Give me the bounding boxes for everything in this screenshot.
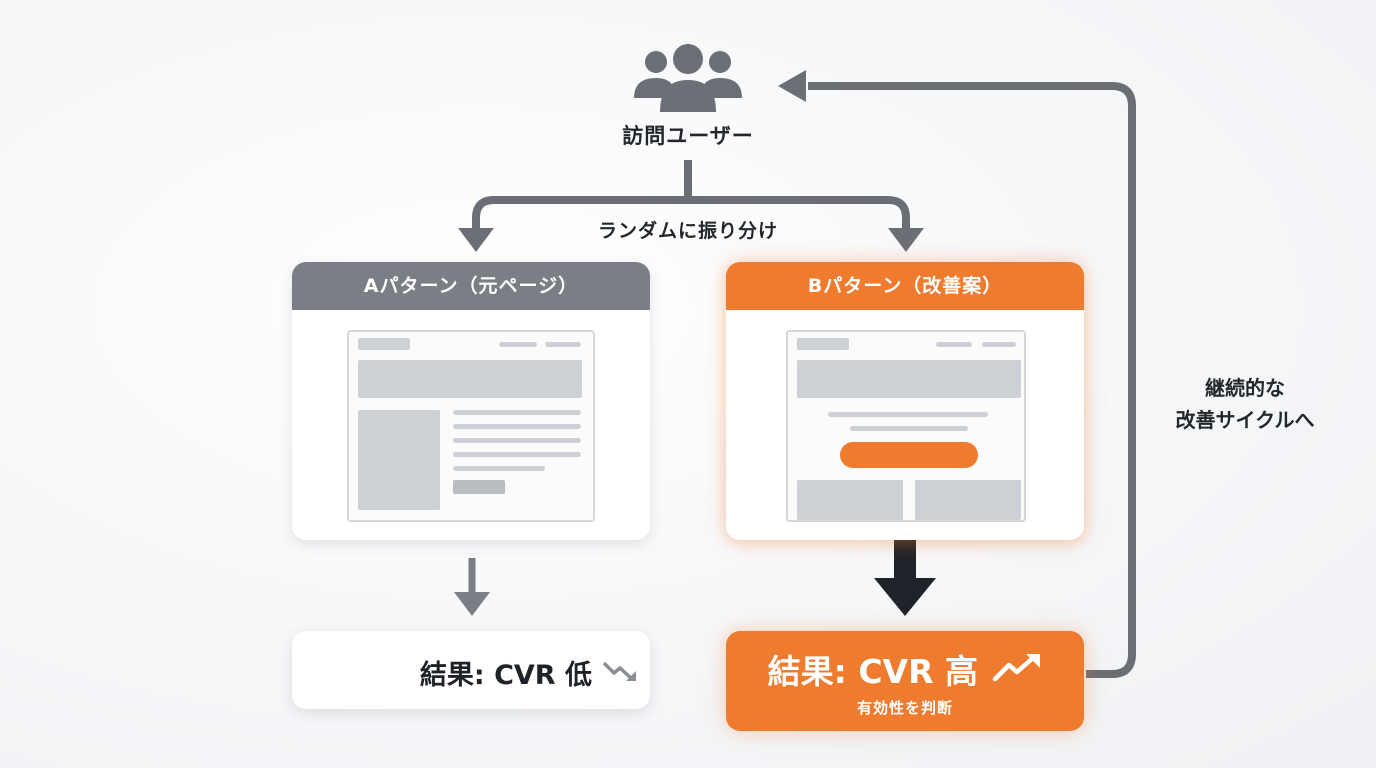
cycle-label-line1: 継続的な: [1205, 376, 1285, 400]
arrow-to-b: [888, 228, 924, 252]
cycle-arrow-head: [778, 70, 806, 102]
pattern-b-header: Bパターン（改善案）: [726, 262, 1084, 310]
pattern-a-card: Aパターン（元ページ）: [292, 262, 650, 540]
visitors-label: 訪問ユーザー: [622, 124, 754, 148]
original-page-wireframe: [347, 330, 595, 522]
wireframe-cta-button: [840, 442, 978, 468]
wireframe-nav-item: [499, 342, 537, 347]
arrow-to-a: [458, 228, 494, 252]
random-split-label: ランダムに振り分け: [597, 220, 778, 242]
improvement-cycle-label: 継続的な 改善サイクルへ: [1150, 372, 1340, 436]
pattern-b-card: Bパターン（改善案）: [726, 262, 1084, 540]
wireframe-text-line: [453, 466, 545, 471]
wireframe-button: [453, 480, 505, 494]
wireframe-nav-item: [936, 342, 972, 347]
wireframe-text-line: [850, 426, 968, 431]
pattern-a-header: Aパターン（元ページ）: [292, 262, 650, 310]
wireframe-nav-item: [545, 342, 581, 347]
result-a-label: 結果: CVR 低: [419, 660, 592, 691]
wireframe-text-line: [453, 424, 581, 429]
wireframe-text-line: [453, 410, 581, 415]
split-connector: [472, 160, 910, 232]
wireframe-hero: [358, 360, 582, 398]
result-b-label: 結果: CVR 高: [767, 652, 978, 691]
wireframe-logo: [797, 338, 849, 350]
cycle-connector: [808, 82, 1136, 678]
result-a-box: 結果: CVR 低: [292, 631, 650, 709]
wireframe-text-line: [453, 452, 581, 457]
wireframe-text-line: [453, 438, 581, 443]
arrow-b-result-shaft: [894, 534, 916, 582]
result-b-box: 結果: CVR 高 有効性を判断: [726, 631, 1084, 731]
wireframe-image: [358, 410, 440, 510]
arrow-a-result-head: [454, 592, 490, 616]
wireframe-text-line: [828, 412, 988, 417]
wireframe-logo: [358, 338, 410, 350]
improved-page-wireframe: [786, 330, 1026, 522]
trend-up-icon: [992, 654, 1040, 682]
trend-down-icon: [602, 661, 636, 681]
wireframe-nav-item: [982, 342, 1016, 347]
result-b-sublabel: 有効性を判断: [856, 699, 953, 717]
users-group-icon: [634, 44, 742, 112]
cycle-label-line2: 改善サイクルへ: [1175, 408, 1315, 432]
wireframe-card: [797, 480, 903, 520]
arrow-b-result-head: [874, 578, 936, 616]
wireframe-hero: [797, 360, 1021, 398]
wireframe-card: [915, 480, 1021, 520]
